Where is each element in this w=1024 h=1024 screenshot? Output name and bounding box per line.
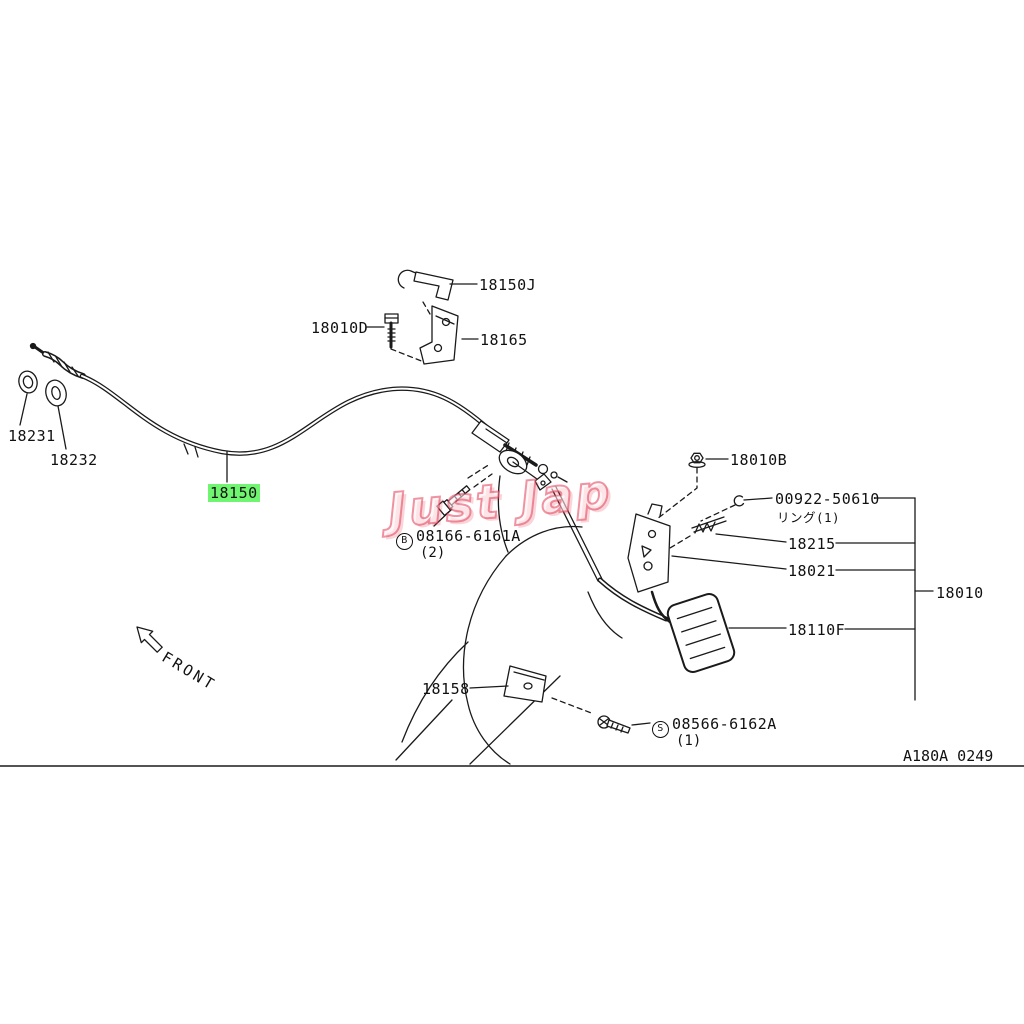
bolt-18010d-drawing [366, 313, 425, 363]
part-label-18010b: 18010B [730, 451, 788, 469]
bolt-08166-drawing [433, 473, 493, 527]
highlight-18150: 18150 [208, 484, 260, 502]
spring-18215-drawing [669, 516, 787, 549]
circled-b-icon: B [396, 532, 413, 550]
part-label-00922-50610: 00922-50610 [775, 490, 880, 508]
qty-08566: (1) [676, 733, 702, 749]
part-number-08566: 08566-6162A [672, 715, 777, 733]
part-label-18150-highlighted: 18150 [208, 484, 260, 502]
part-sublabel-ring: リング(1) [777, 510, 841, 525]
part-label-18021: 18021 [788, 562, 836, 580]
cable-clip-drawing [397, 269, 478, 315]
part-label-18232: 18232 [50, 451, 98, 469]
throttle-cable-drawing [29, 342, 568, 483]
firewall-outline-drawing [395, 525, 623, 765]
circled-s-icon: S [652, 720, 669, 738]
pedal-bracket-drawing [627, 503, 787, 593]
part-label-18215: 18215 [788, 535, 836, 553]
part-label-18010: 18010 [936, 584, 984, 602]
part-number-08166: 08166-6161A [416, 527, 521, 545]
group-bracket-lines [835, 497, 934, 701]
part-label-18150j: 18150J [479, 276, 537, 294]
part-label-18231: 18231 [8, 427, 56, 445]
part-label-18010d: 18010D [311, 319, 369, 337]
part-label-18110f: 18110F [788, 621, 846, 639]
bracket-18165-drawing [419, 305, 479, 365]
screw-08566-drawing [597, 715, 651, 734]
stopper-18158-drawing [469, 665, 595, 715]
pedal-assembly-drawing [534, 473, 787, 673]
part-label-18165: 18165 [480, 331, 528, 349]
front-arrow-icon [136, 626, 163, 653]
document-code: A180A 0249 [903, 747, 994, 765]
qty-08166: (2) [420, 545, 446, 561]
nut-18010b-drawing [656, 452, 729, 520]
washer-grommet-drawing [18, 370, 67, 450]
ring-00922-drawing [700, 495, 773, 522]
part-label-18158: 18158 [422, 680, 470, 698]
